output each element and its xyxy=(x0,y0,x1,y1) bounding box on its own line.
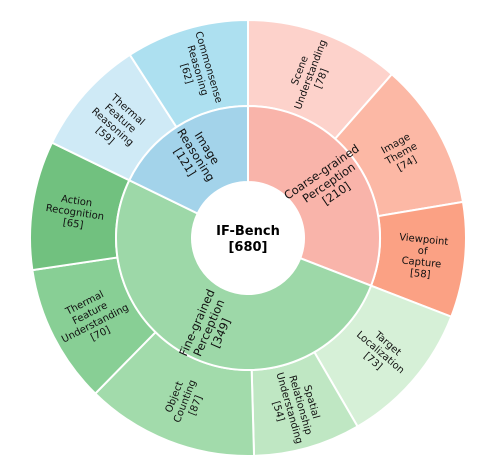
outer-action-recognition-label-line: Action xyxy=(60,194,93,210)
center-hole xyxy=(192,182,304,294)
outer-viewpoint-of-capture-label-line: Capture xyxy=(401,255,442,270)
inner-ring xyxy=(115,104,381,371)
outer-viewpoint-of-capture-label-line: [58] xyxy=(409,268,431,281)
center-total: [680] xyxy=(228,240,267,255)
outer-spatial-relationship-understanding-label-line: [54] xyxy=(270,400,286,423)
center-title: IF-Bench xyxy=(216,224,280,239)
outer-action-recognition-label-line: [65] xyxy=(62,217,84,231)
outer-ring xyxy=(29,18,467,457)
outer-viewpoint-of-capture-label-line: Viewpoint xyxy=(399,232,449,248)
outer-viewpoint-of-capture-label-line: of xyxy=(417,246,428,258)
